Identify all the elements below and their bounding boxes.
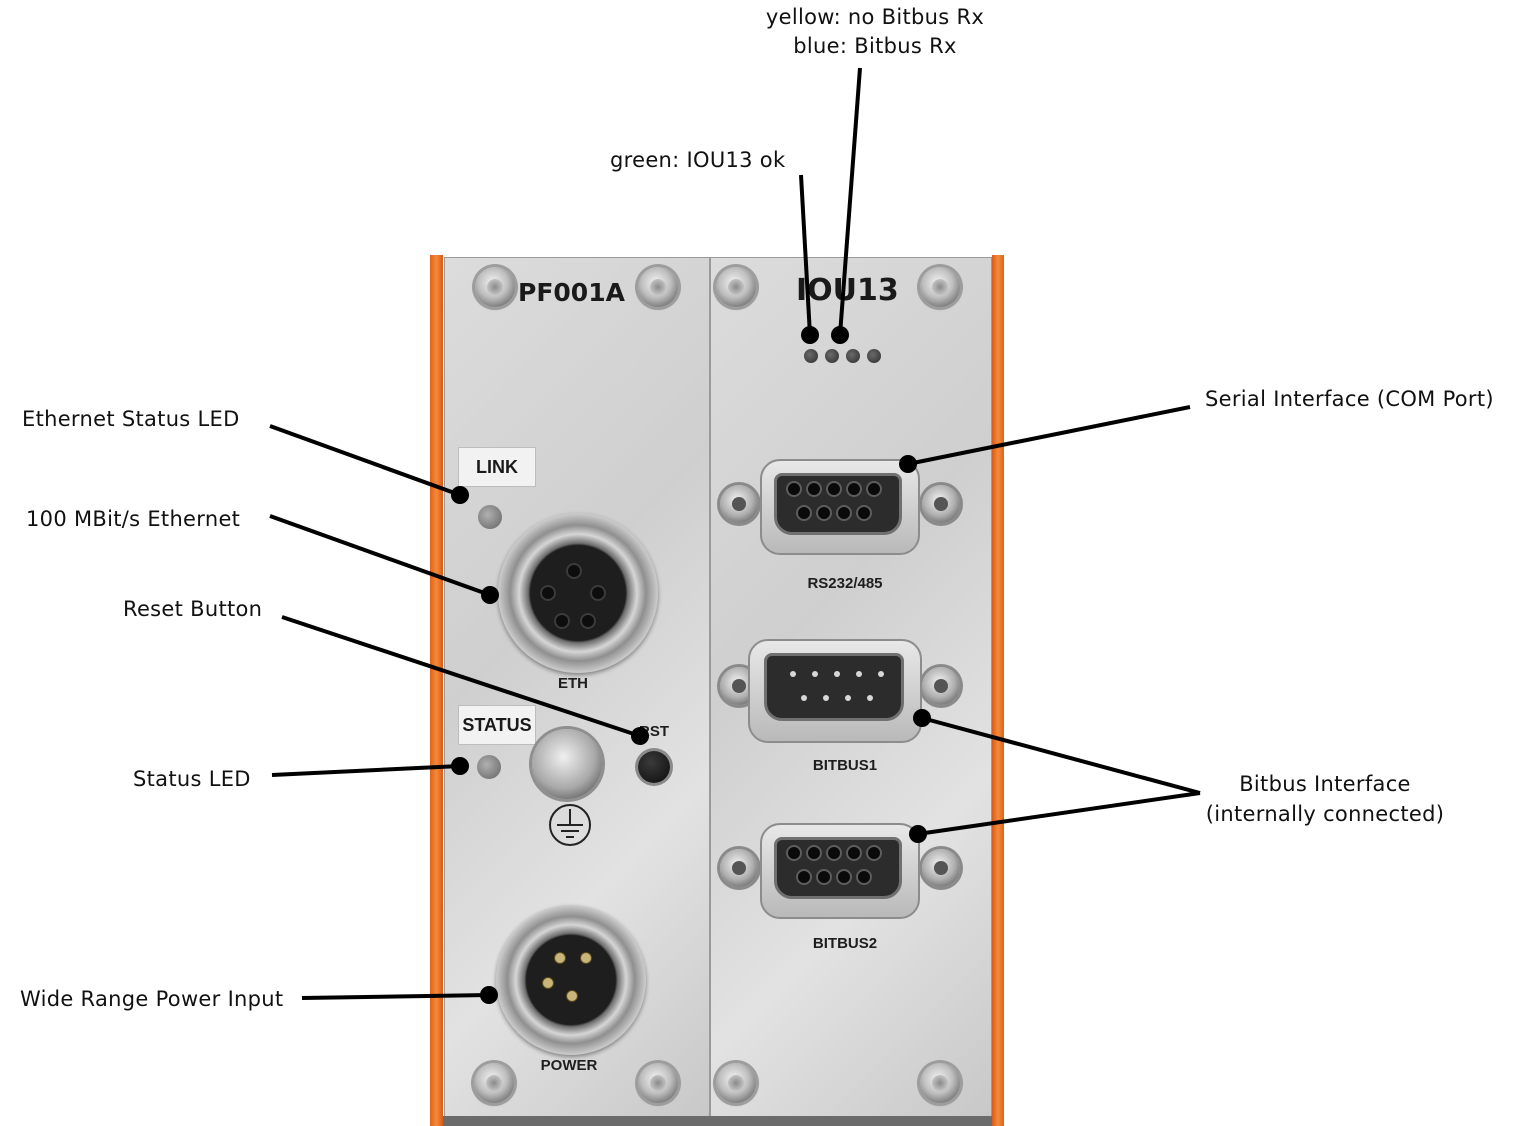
iou13-led-bitbus (825, 349, 839, 363)
status-label: STATUS (458, 705, 536, 745)
hexnut-icon (922, 849, 960, 887)
callout-ethernet-status-led: Ethernet Status LED (22, 407, 240, 431)
callout-ethernet: 100 MBit/s Ethernet (26, 507, 241, 531)
callout-reset-button: Reset Button (123, 597, 263, 621)
connector-pin (856, 671, 862, 677)
screw-icon (474, 1063, 514, 1103)
socket-hole (786, 845, 802, 861)
link-label: LINK (458, 447, 536, 487)
ground-symbol-icon (549, 804, 591, 846)
bitbus1-label: BITBUS1 (812, 757, 878, 774)
housing-bottom-edge (443, 1116, 992, 1126)
connector-pin (566, 563, 582, 579)
ethernet-m12-connector (498, 513, 658, 673)
socket-hole (856, 869, 872, 885)
housing-right-edge (992, 255, 1004, 1126)
callout-green-iou13-ok: green: IOU13 ok (610, 148, 786, 172)
socket-hole (796, 869, 812, 885)
connector-pin (834, 671, 840, 677)
callout-yellow-bitbus-rx: yellow: no Bitbus Rx (765, 5, 985, 29)
connector-pin (590, 585, 606, 601)
connector-pin (540, 585, 556, 601)
connector-pin (801, 695, 807, 701)
callout-bitbus-internally-connected: (internally connected) (1205, 802, 1445, 826)
device-front-panel: PF001A LINK ETH STATUS RST POWER IOU13 (430, 255, 1004, 1126)
hexnut-icon (720, 849, 758, 887)
socket-hole (866, 845, 882, 861)
ground-bolt (532, 729, 602, 799)
bitbus1-connector-shell (764, 653, 904, 721)
connector-pin (812, 671, 818, 677)
link-led (478, 505, 502, 529)
connector-pin (580, 952, 592, 964)
power-m12-connector (496, 905, 646, 1055)
rs232-label: RS232/485 (807, 575, 883, 592)
callout-blue-bitbus-rx: blue: Bitbus Rx (793, 34, 957, 58)
callout-serial-interface: Serial Interface (COM Port) (1205, 387, 1494, 411)
iou13-led-3 (846, 349, 860, 363)
eth-label: ETH (558, 675, 588, 692)
socket-hole (846, 845, 862, 861)
connector-pin (823, 695, 829, 701)
reset-button[interactable] (638, 751, 670, 783)
socket-hole (796, 505, 812, 521)
connector-pin (566, 990, 578, 1002)
screw-icon (638, 267, 678, 307)
connector-pin (867, 695, 873, 701)
status-led (477, 755, 501, 779)
socket-hole (806, 481, 822, 497)
connector-pin (790, 671, 796, 677)
screw-icon (475, 267, 515, 307)
connector-pin (845, 695, 851, 701)
socket-hole (816, 505, 832, 521)
connector-pin (580, 613, 596, 629)
screw-icon (920, 1063, 960, 1103)
connector-pin (878, 671, 884, 677)
hexnut-icon (720, 485, 758, 523)
module-name-pf001a: PF001A (518, 278, 625, 307)
socket-hole (816, 869, 832, 885)
housing-left-edge (430, 255, 443, 1126)
bitbus2-label: BITBUS2 (812, 935, 878, 952)
module-name-iou13: IOU13 (796, 273, 899, 308)
screw-icon (638, 1063, 678, 1103)
screw-icon (716, 1063, 756, 1103)
iou13-led-4 (867, 349, 881, 363)
socket-hole (826, 481, 842, 497)
socket-hole (826, 845, 842, 861)
connector-pin (554, 952, 566, 964)
connector-pin (542, 977, 554, 989)
socket-hole (836, 869, 852, 885)
connector-pin (554, 613, 570, 629)
iou13-led-green (804, 349, 818, 363)
hexnut-icon (922, 485, 960, 523)
screw-icon (716, 267, 756, 307)
callout-bitbus-interface: Bitbus Interface (1239, 772, 1411, 796)
socket-hole (846, 481, 862, 497)
callout-power-input: Wide Range Power Input (20, 987, 284, 1011)
screw-icon (920, 267, 960, 307)
power-label: POWER (540, 1057, 598, 1074)
socket-hole (866, 481, 882, 497)
hexnut-icon (922, 667, 960, 705)
socket-hole (806, 845, 822, 861)
callout-status-led: Status LED (133, 767, 251, 791)
socket-hole (786, 481, 802, 497)
socket-hole (856, 505, 872, 521)
rst-label: RST (639, 723, 669, 740)
socket-hole (836, 505, 852, 521)
